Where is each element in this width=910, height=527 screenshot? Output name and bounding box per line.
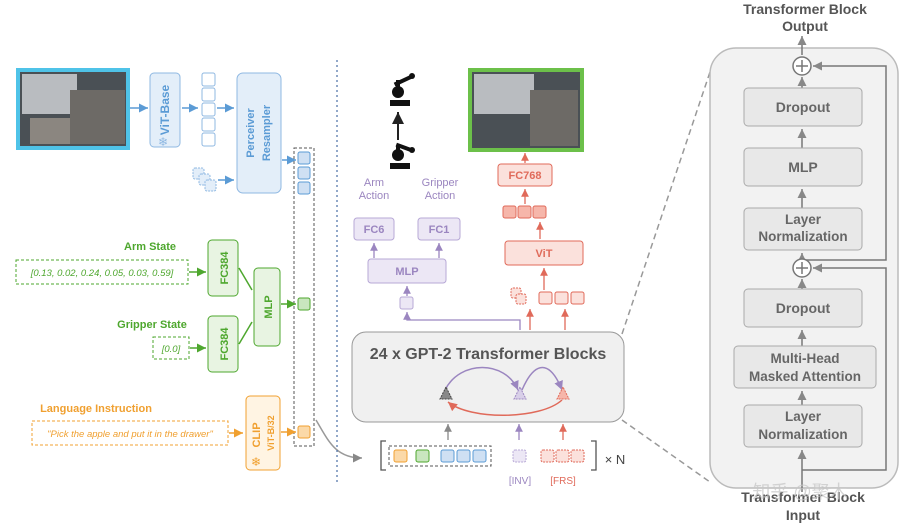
svg-text:MLP: MLP (395, 266, 418, 278)
token-column (293, 147, 315, 447)
zoom-line-bottom (621, 419, 711, 483)
gripper-state-value-box: [0.0] (152, 336, 190, 360)
svg-text:CLIP: CLIP (251, 422, 263, 447)
fc768-box: FC768 (497, 163, 553, 187)
predicted-image (468, 68, 584, 152)
fc1-box: FC1 (417, 217, 461, 241)
block-output-title-2: Output (782, 18, 828, 34)
robot-arm-icon-bottom (390, 142, 415, 169)
gpt2-block: 24 x GPT-2 Transformer Blocks (351, 331, 625, 423)
fc384-arm-box: FC384 (207, 239, 239, 297)
svg-text:FC384: FC384 (219, 327, 231, 361)
zoom-line-top (621, 71, 711, 335)
dropout-top-box: Dropout (743, 87, 863, 127)
dropout-mid-box: Dropout (743, 288, 863, 328)
language-title: Language Instruction (40, 403, 152, 415)
language-value: "Pick the apple and put it in the drawer… (47, 429, 213, 440)
svg-text:ViT-B/32: ViT-B/32 (266, 415, 276, 450)
action-token (399, 296, 414, 310)
svg-text:Dropout: Dropout (776, 300, 831, 316)
fc384-gripper-box: FC384 (207, 315, 239, 373)
svg-text:Normalization: Normalization (758, 427, 847, 442)
vit-base-box: ViT-Base ❄ (149, 72, 181, 149)
input-image-left (16, 68, 130, 150)
svg-text:FC768: FC768 (508, 170, 541, 182)
svg-text:Masked Attention: Masked Attention (749, 369, 861, 384)
fc6-box: FC6 (353, 217, 395, 241)
transformer-title: 24 x GPT-2 Transformer Blocks (370, 346, 607, 363)
snowflake-icon: ❄ (158, 135, 168, 149)
vit-decoder-box: ViT (504, 240, 584, 266)
arm-state-value: [0.13, 0.02, 0.24, 0.05, 0.03, 0.59] (30, 268, 174, 279)
vit-decoder-tokens (510, 287, 585, 305)
vit-tokens (201, 72, 216, 147)
frs-token-label: [FRS] (550, 476, 576, 487)
block-input-title-1: Transformer Block (741, 489, 865, 505)
latent-queries (192, 167, 217, 192)
watermark: 知乎 @聚木 (752, 482, 847, 502)
svg-text:Dropout: Dropout (776, 99, 831, 115)
svg-text:Perceiver: Perceiver (245, 108, 257, 158)
arm-state-title: Arm State (124, 241, 176, 253)
snowflake-icon: ❄ (251, 455, 261, 469)
input-sequence (380, 440, 597, 471)
mlp-action-box: MLP (367, 258, 447, 284)
fc768-tokens (502, 205, 547, 219)
svg-text:MLP: MLP (788, 159, 818, 175)
svg-text:Normalization: Normalization (758, 229, 847, 244)
svg-text:FC1: FC1 (429, 224, 450, 236)
svg-text:ViT: ViT (536, 248, 553, 260)
gripper-state-value: [0.0] (161, 344, 181, 355)
arm-action-label: Arm (364, 177, 384, 189)
svg-text:FC384: FC384 (219, 251, 231, 285)
block-input-title-2: Input (786, 507, 821, 523)
perceiver-resampler-box: Perceiver Resampler (236, 72, 282, 194)
arm-state-value-box: [0.13, 0.02, 0.24, 0.05, 0.03, 0.59] (15, 259, 189, 285)
svg-text:Resampler: Resampler (261, 104, 273, 161)
gripper-state-title: Gripper State (117, 319, 187, 331)
block-output-title-1: Transformer Block (743, 1, 867, 17)
mha-box: Multi-Head Masked Attention (733, 345, 877, 389)
block-mlp-box: MLP (743, 147, 863, 187)
svg-text:Layer: Layer (785, 212, 822, 227)
clip-box: CLIP ViT-B/32 ❄ (245, 395, 281, 471)
inv-token-label: [INV] (509, 476, 531, 487)
layer-norm-bottom-box: Layer Normalization (743, 404, 863, 448)
svg-text:Multi-Head: Multi-Head (771, 351, 840, 366)
repeat-label: × N (605, 452, 626, 467)
svg-text:MLP: MLP (263, 295, 275, 318)
mlp-state-box: MLP (253, 267, 281, 347)
svg-text:Action: Action (425, 190, 456, 202)
svg-text:Action: Action (359, 190, 390, 202)
gripper-action-label: Gripper (422, 177, 459, 189)
robot-arm-icon-top (390, 73, 415, 106)
vit-base-label: ViT-Base (158, 84, 172, 135)
language-value-box: "Pick the apple and put it in the drawer… (31, 420, 229, 446)
layer-norm-top-box: Layer Normalization (743, 207, 863, 251)
svg-text:FC6: FC6 (364, 224, 385, 236)
svg-text:Layer: Layer (785, 409, 822, 424)
